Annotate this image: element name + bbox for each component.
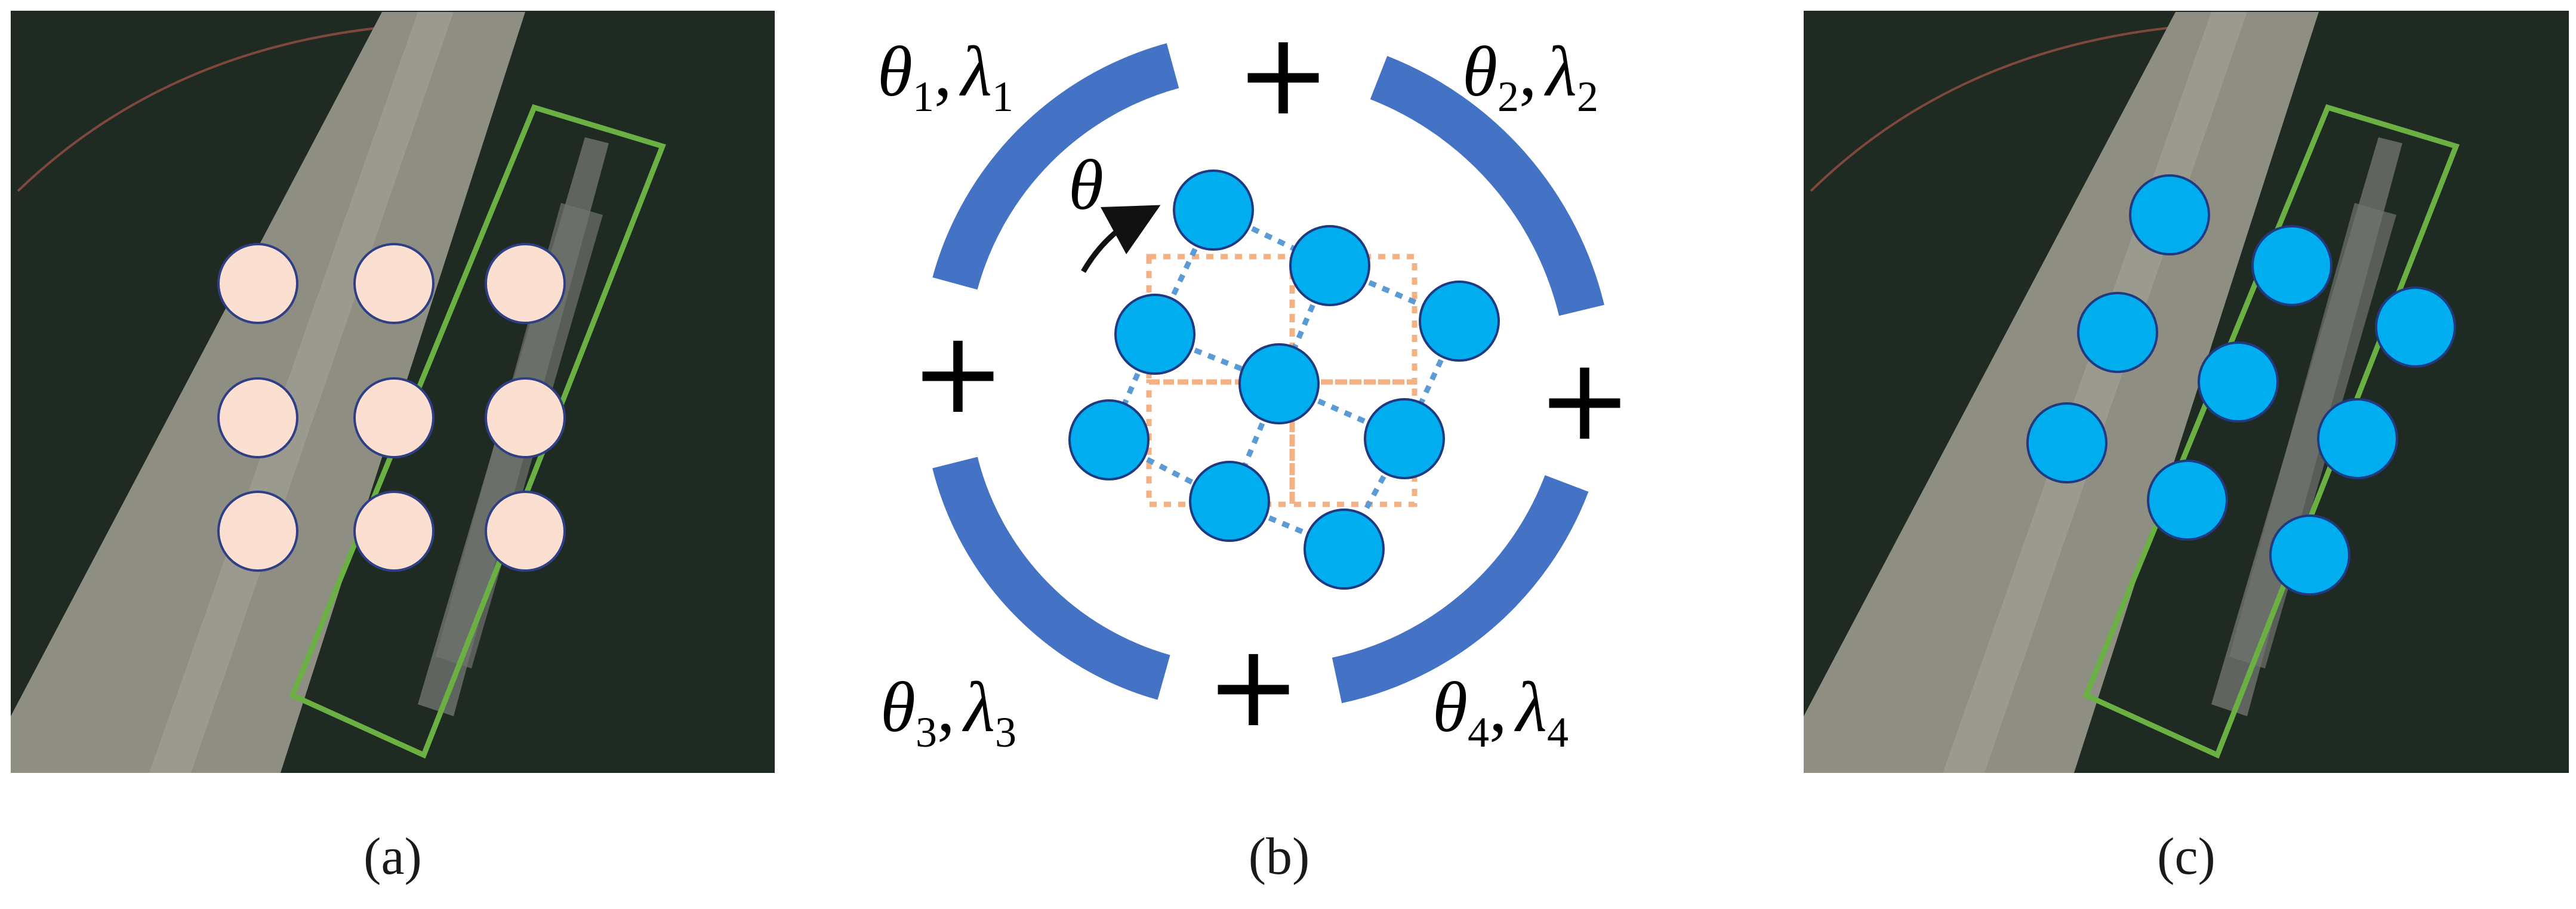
arc-bottom-right [1332, 474, 1589, 704]
rotated-sampling-grid-overlay [2026, 174, 2456, 596]
rotation-arrow [1081, 205, 1161, 273]
arc-group [932, 43, 1604, 704]
arc-bottom-left [932, 457, 1170, 700]
aerial-photo-a [11, 11, 775, 773]
pale-sample-point [217, 243, 298, 324]
rotated-sample-point [1419, 281, 1500, 362]
rotated-sample-point [1173, 170, 1254, 251]
rotated-sample-point [2077, 292, 2158, 373]
rotated-sample-point [1068, 399, 1150, 480]
panel-c [1804, 11, 2569, 773]
rotated-sample-point [1189, 461, 1270, 542]
rotation-theta-label: θ [1068, 145, 1104, 224]
pale-sample-point [217, 491, 298, 572]
pale-sample-point [485, 491, 566, 572]
caption-a: (a) [363, 828, 422, 886]
rotated-sample-point [1304, 509, 1385, 590]
rotated-sample-point [1364, 398, 1445, 479]
rotated-sample-point [2198, 341, 2279, 423]
rotated-sample-point [2129, 174, 2210, 255]
pale-sample-point [485, 243, 566, 324]
arc-label-2: θ2,λ2 [1462, 32, 1598, 121]
pale-sampling-grid [217, 243, 566, 572]
arc-label-1: θ1,λ1 [877, 32, 1013, 121]
plus-sign-right: + [1537, 334, 1632, 466]
arc-top-left [932, 43, 1179, 290]
rotated-sample-point [1238, 343, 1320, 424]
plus-sign-top: + [1235, 8, 1330, 140]
plus-sign-left: + [910, 307, 1005, 439]
rotated-sample-point [1114, 294, 1195, 375]
rotated-sample-point [2317, 398, 2398, 479]
pale-sample-point [217, 377, 298, 458]
pale-sample-point [353, 377, 435, 458]
panel-b: + + + + θ1,λ1 θ2,λ2 θ3,λ3 θ4,λ4 θ [877, 8, 1632, 756]
pale-sample-point [485, 377, 566, 458]
pale-sample-point [353, 243, 435, 324]
rotated-sample-point [1289, 225, 1370, 306]
rotated-sample-point [2026, 402, 2107, 483]
aerial-photo-c [1804, 11, 2569, 773]
rotated-sampling-grid [1068, 170, 1500, 590]
caption-b: (b) [1248, 828, 1310, 886]
arc-label-3: θ3,λ3 [880, 667, 1016, 756]
arc-label-4: θ4,λ4 [1432, 667, 1569, 756]
panel-a [11, 11, 775, 773]
pale-sample-point [353, 491, 435, 572]
plus-sign-bottom: + [1206, 620, 1301, 752]
rotated-sample-point [2251, 225, 2332, 306]
caption-c: (c) [2157, 828, 2216, 886]
rotated-sample-point [2375, 286, 2456, 368]
rotated-sample-point [2269, 514, 2350, 596]
arc-top-right [1370, 56, 1604, 316]
rotated-sample-point [2147, 460, 2228, 541]
